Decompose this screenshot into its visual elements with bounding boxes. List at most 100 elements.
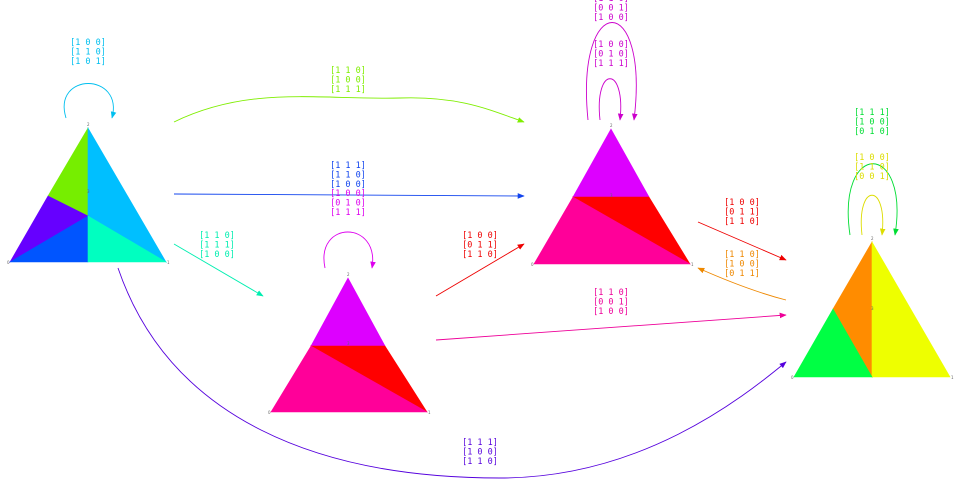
edge-label-3-row-1: [0 1 0] [330,199,366,209]
edge-label-10-row-1: [0 0 1] [593,298,629,308]
nodes-layer: 0 1 2 3 0 1 2 3 0 1 2 3 0 1 2 3 [7,122,954,415]
node-c-vertex-label-1: 1 [691,262,694,267]
node-d: 0 1 2 3 [791,236,954,380]
node-c-region-0 [572,128,650,198]
edge-label-11-row-2: [0 1 0] [854,127,890,137]
edge-label-9-row-1: [1 0 0] [724,260,760,270]
edge-label-7: [1 0 0][0 1 0][1 1 1] [593,40,629,69]
node-d-region-2 [793,308,873,378]
node-b-vertex-label-1: 1 [428,410,431,415]
edge-label-4: [1 1 0][1 1 1][1 0 0] [199,231,235,260]
edge-b-to-b-3 [323,231,376,269]
edge-label-13-row-0: [1 1 1] [462,438,498,448]
edge-label-8-row-1: [0 1 1] [724,208,760,218]
edge-label-13-row-1: [1 0 0] [462,448,498,458]
edge-label-1-row-2: [1 1 1] [330,85,366,95]
edge-label-1-row-1: [1 0 0] [330,76,366,86]
edge-label-5: [1 0 0][0 1 1][1 1 0] [462,231,498,260]
edge-label-4-row-1: [1 1 1] [199,241,235,251]
edge-d-to-c-9 [697,267,787,301]
edge-b-to-c-5 [435,243,525,297]
edge-label-9-row-0: [1 1 0] [724,250,760,260]
edge-label-10-row-2: [1 0 0] [593,307,629,317]
node-b: 0 1 2 3 [268,272,431,415]
labels-layer: [1 0 0][1 1 0][1 0 1][1 1 0][1 0 0][1 1 … [70,0,890,467]
edge-c-to-c-7 [598,78,624,121]
edge-label-0-row-1: [1 1 0] [70,48,106,58]
edge-label-12-row-0: [1 0 0] [854,153,890,163]
edge-label-7-row-2: [1 1 1] [593,59,629,69]
edge-label-12-row-2: [0 0 1] [854,172,890,182]
edge-a-to-b-4 [173,243,264,297]
edge-label-5-row-2: [1 1 0] [462,250,498,260]
edge-label-8: [1 0 0][0 1 1][1 1 0] [724,198,760,227]
edge-label-11-row-1: [1 0 0] [854,118,890,128]
edge-label-2-row-2: [1 0 0] [330,180,366,190]
edge-label-7-row-0: [1 0 0] [593,40,629,50]
node-c: 0 1 2 3 [531,123,694,267]
edge-label-10-row-0: [1 1 0] [593,288,629,298]
edge-label-4-row-0: [1 1 0] [199,231,235,241]
node-b-region-2 [270,345,429,413]
node-d-vertex-label-1: 1 [951,375,954,380]
edge-label-4-row-2: [1 0 0] [199,250,235,260]
edges-layer [63,22,899,479]
node-d-center-label: 3 [871,306,874,311]
edge-label-0-row-2: [1 0 1] [70,57,106,67]
edge-label-11: [1 1 1][1 0 0][0 1 0] [854,108,890,137]
node-c-region-2 [533,196,692,265]
node-c-vertex-label-2: 2 [610,123,613,128]
edge-c-to-c-6 [586,22,638,121]
edge-label-2: [1 1 1][1 1 0][1 0 0] [330,161,366,190]
edge-d-to-d-12 [860,194,886,236]
edge-label-1: [1 1 0][1 0 0][1 1 1] [330,66,366,95]
node-d-vertex-label-0: 0 [791,375,794,380]
edge-label-10: [1 1 0][0 0 1][1 0 0] [593,288,629,317]
edge-label-6: [1 1 0][0 0 1][1 0 0] [593,0,629,23]
edge-a-to-a-0 [63,83,117,119]
edge-b-to-d-10 [435,312,787,341]
edge-label-9-row-2: [0 1 1] [724,269,760,279]
edge-label-9: [1 1 0][1 0 0][0 1 1] [724,250,760,279]
edge-label-13: [1 1 1][1 0 0][1 1 0] [462,438,498,467]
edge-label-0-row-0: [1 0 0] [70,38,106,48]
node-a-vertex-label-0: 0 [7,260,10,265]
edge-label-11-row-0: [1 1 1] [854,108,890,118]
node-b-vertex-label-0: 0 [268,410,271,415]
edge-c-to-d-8 [697,221,787,261]
edge-label-3-row-2: [1 1 1] [330,208,366,218]
edge-label-7-row-1: [0 1 0] [593,50,629,60]
edge-label-3-row-0: [1 0 0] [330,189,366,199]
edge-a-to-c-2 [173,193,525,199]
node-c-center-label: 3 [610,193,613,198]
node-b-center-label: 3 [347,341,350,346]
edge-label-5-row-0: [1 0 0] [462,231,498,241]
edge-label-1-row-0: [1 1 0] [330,66,366,76]
edge-label-12-row-1: [1 1 0] [854,163,890,173]
edge-label-6-row-2: [1 0 0] [593,13,629,23]
node-a: 0 1 2 3 [7,122,170,265]
edge-d-to-d-11 [847,163,899,236]
edge-label-5-row-1: [0 1 1] [462,241,498,251]
node-a-region-4 [87,215,168,263]
edge-label-6-row-1: [0 0 1] [593,4,629,14]
edge-label-2-row-0: [1 1 1] [330,161,366,171]
node-b-region-0 [310,277,386,347]
node-a-vertex-label-2: 2 [87,122,90,127]
node-b-vertex-label-2: 2 [347,272,350,277]
node-a-vertex-label-1: 1 [167,260,170,265]
edge-label-13-row-2: [1 1 0] [462,457,498,467]
edge-label-3: [1 0 0][0 1 0][1 1 1] [330,189,366,218]
node-d-vertex-label-2: 2 [871,236,874,241]
edge-label-2-row-1: [1 1 0] [330,171,366,181]
node-a-center-label: 3 [87,189,90,194]
edge-a-to-d-13 [117,267,787,479]
edge-label-8-row-2: [1 1 0] [724,217,760,227]
node-d-region-1 [871,240,951,378]
edge-label-6-row-0: [1 1 0] [593,0,629,4]
edge-a-to-c-1 [173,96,525,123]
edge-label-8-row-0: [1 0 0] [724,198,760,208]
node-c-vertex-label-0: 0 [531,262,534,267]
edge-label-12: [1 0 0][1 1 0][0 0 1] [854,153,890,182]
